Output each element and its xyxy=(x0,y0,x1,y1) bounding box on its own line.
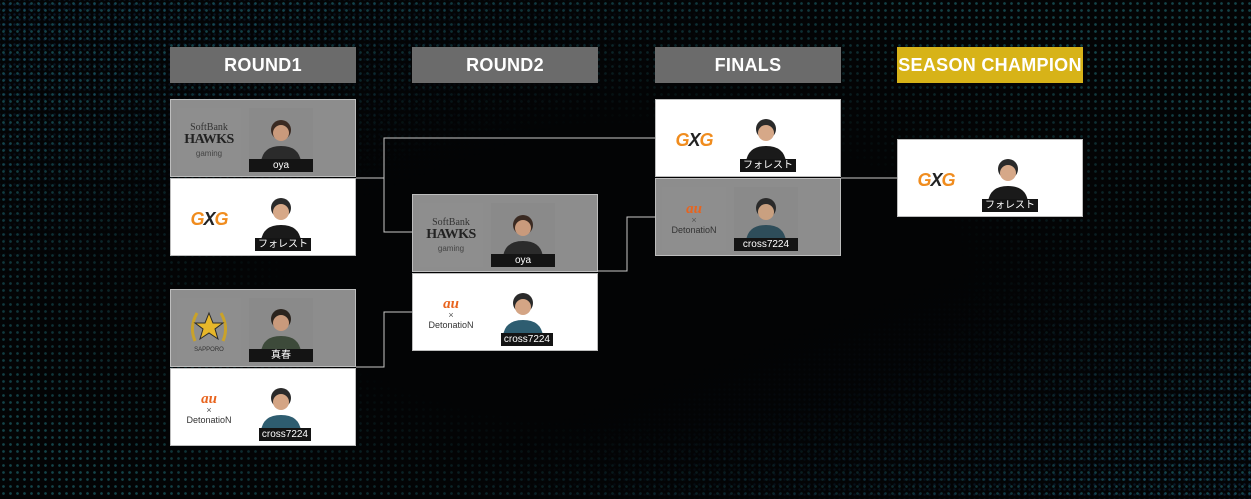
logo-text: au xyxy=(686,201,702,217)
player-name: cross7224 xyxy=(734,238,798,251)
player-icon xyxy=(988,159,1028,202)
logo-text: au xyxy=(201,391,217,407)
gxg-logo: GXG xyxy=(177,187,241,251)
logo-text: DetonatioN xyxy=(671,225,717,235)
player-name: oya xyxy=(491,254,555,267)
player-icon xyxy=(261,309,301,352)
player-photo: フォレスト xyxy=(976,148,1040,212)
player-name: フォレスト xyxy=(740,159,796,172)
logo-text: X xyxy=(203,209,215,229)
player-photo: oya xyxy=(249,108,313,172)
laurel-icon xyxy=(190,311,228,342)
connector-r1a-to-r2 xyxy=(383,178,412,233)
round1-team-detonation-cross7224[interactable]: au × DetonatioN cross7224 xyxy=(170,368,356,446)
player-icon xyxy=(261,198,301,241)
player-photo: cross7224 xyxy=(249,377,313,441)
logo-text: G xyxy=(699,130,714,150)
logo-text: au xyxy=(443,296,459,312)
gxg-logo: GXG xyxy=(662,108,726,172)
player-photo: フォレスト xyxy=(734,108,798,172)
logo-text: SoftBank xyxy=(432,216,470,228)
logo-text: DetonatioN xyxy=(428,320,474,330)
player-icon xyxy=(746,198,786,241)
player-name: フォレスト xyxy=(255,238,311,251)
header-season-champion: SEASON CHAMPION xyxy=(897,47,1083,83)
logo-text: DetonatioN xyxy=(186,415,232,425)
player-name: oya xyxy=(249,159,313,172)
player-icon xyxy=(503,215,543,257)
logo-text: X xyxy=(688,130,700,150)
round1-team-sapporo-maharu[interactable]: SAPPORO 真春 xyxy=(170,289,356,367)
player-icon xyxy=(746,119,786,162)
logo-text: G xyxy=(190,209,204,229)
logo-text: G xyxy=(214,209,229,229)
logo-text: × xyxy=(206,405,212,415)
player-photo: フォレスト xyxy=(249,187,313,251)
player-icon xyxy=(503,293,543,336)
player-icon xyxy=(261,388,301,431)
connector-r1b-to-r2 xyxy=(356,311,412,368)
logo-text: HAWKS xyxy=(426,226,476,242)
logo-text: × xyxy=(691,215,697,225)
player-photo: cross7224 xyxy=(734,187,798,251)
logo-text: X xyxy=(930,170,942,190)
header-finals: FINALS xyxy=(655,47,841,83)
player-name: フォレスト xyxy=(982,199,1038,212)
logo-text: G xyxy=(917,170,931,190)
softbank-hawks-logo: SoftBank HAWKS gaming xyxy=(419,203,483,267)
connector-r1a-to-finals xyxy=(356,137,655,179)
player-name: cross7224 xyxy=(500,333,553,346)
finals-team-detonation-cross7224[interactable]: au × DetonatioN cross7224 xyxy=(655,178,841,256)
sapporo-laurel-logo: SAPPORO xyxy=(177,298,241,362)
season-champion-team-gxg-forest[interactable]: GXG フォレスト xyxy=(897,139,1083,217)
logo-text: × xyxy=(448,310,454,320)
logo-text: gaming xyxy=(437,243,465,253)
logo-text: SAPPORO xyxy=(194,346,224,353)
logo-text: G xyxy=(941,170,956,190)
round2-team-softbank-oya[interactable]: SoftBank HAWKS gaming oya xyxy=(412,194,598,272)
finals-team-gxg-forest[interactable]: GXG フォレスト xyxy=(655,99,841,177)
au-detonation-logo: au × DetonatioN xyxy=(419,282,483,346)
round1-team-softbank-oya[interactable]: SoftBank HAWKS gaming oya xyxy=(170,99,356,177)
round2-team-detonation-cross7224[interactable]: au × DetonatioN cross7224 xyxy=(412,273,598,351)
header-round2: ROUND2 xyxy=(412,47,598,83)
au-detonation-logo: au × DetonatioN xyxy=(662,187,726,251)
au-detonation-logo: au × DetonatioN xyxy=(177,377,241,441)
player-icon xyxy=(261,120,301,162)
player-photo: cross7224 xyxy=(491,282,555,346)
header-round1: ROUND1 xyxy=(170,47,356,83)
round1-team-gxg-forest[interactable]: GXG フォレスト xyxy=(170,178,356,256)
player-name: 真春 xyxy=(249,349,313,362)
player-photo: 真春 xyxy=(249,298,313,362)
gxg-logo: GXG xyxy=(904,148,968,212)
logo-text: G xyxy=(675,130,689,150)
connector-r2-to-finals xyxy=(598,216,655,272)
logo-text: HAWKS xyxy=(184,131,234,147)
logo-text: SoftBank xyxy=(190,121,228,133)
player-photo: oya xyxy=(491,203,555,267)
softbank-hawks-logo: SoftBank HAWKS gaming xyxy=(177,108,241,172)
logo-text: gaming xyxy=(195,148,223,158)
player-name: cross7224 xyxy=(258,428,311,441)
